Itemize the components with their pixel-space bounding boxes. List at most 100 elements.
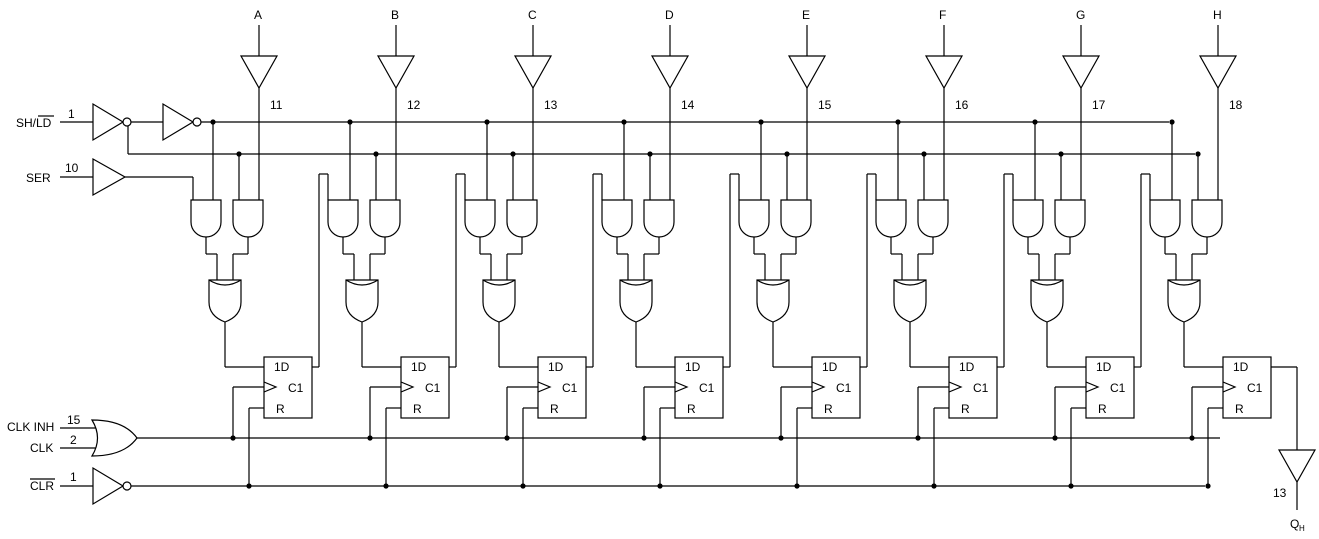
flip-flop: [1085, 356, 1135, 419]
and-gate: [643, 199, 675, 238]
input-buffer: [513, 55, 553, 90]
input-buffer: [239, 55, 279, 90]
clr-inverter-bubble: [122, 481, 132, 491]
flip-flop: [400, 356, 450, 419]
shld-inverter-1: [92, 102, 125, 142]
data-input-label: A: [254, 8, 262, 22]
ff-d-label: 1D: [685, 360, 701, 374]
ff-reset-label: R: [687, 402, 696, 416]
ser-pin: 10: [65, 161, 79, 175]
and-gate: [1054, 199, 1086, 238]
ff-reset-label: R: [413, 402, 422, 416]
or-gate: [208, 279, 242, 323]
clr-pin: 1: [70, 470, 77, 484]
and-gate: [464, 199, 496, 238]
and-gate: [875, 199, 907, 238]
stage-f: F 16 1D C1R: [875, 8, 1014, 489]
or-gate: [345, 279, 379, 323]
shld-inverter-2-bubble: [192, 117, 202, 127]
ff-clock-triangle: [674, 381, 689, 393]
ff-clock-triangle: [400, 381, 415, 393]
clk-label: CLK: [30, 441, 53, 455]
ff-reset-label: R: [961, 402, 970, 416]
input-buffer: [924, 55, 964, 90]
ff-clock-label: C1: [425, 381, 441, 395]
output-buffer: [1277, 449, 1317, 484]
or-gate-input-curve: [756, 279, 790, 286]
ff-reset-label: R: [550, 402, 559, 416]
ff-clock-triangle: [537, 381, 552, 393]
or-gate-input-curve: [893, 279, 927, 286]
or-gate: [1167, 279, 1201, 323]
data-input-pin: 18: [1229, 98, 1243, 112]
and-gate: [780, 199, 812, 238]
ff-clock-label: C1: [1247, 381, 1263, 395]
and-gate: [506, 199, 538, 238]
flip-flop: [674, 356, 724, 419]
and-gate: [917, 199, 949, 238]
and-gate: [601, 199, 633, 238]
or-gate-input-curve: [1030, 279, 1064, 286]
and-gate: [1191, 199, 1223, 238]
flip-flop: [537, 356, 587, 419]
ff-d-label: 1D: [274, 360, 290, 374]
clr-label: CLR: [30, 479, 54, 493]
flip-flop: [811, 356, 861, 419]
input-buffer: [787, 55, 827, 90]
or-gate-input-curve: [345, 279, 379, 286]
ff-clock-label: C1: [288, 381, 304, 395]
clk-or-gate: [90, 419, 138, 457]
ff-clock-triangle: [1222, 381, 1237, 393]
ff-d-label: 1D: [959, 360, 975, 374]
data-input-pin: 13: [544, 98, 558, 112]
ff-clock-triangle: [948, 381, 963, 393]
qh-pin: 13: [1273, 486, 1287, 500]
input-buffer: [1061, 55, 1101, 90]
ff-clock-triangle: [811, 381, 826, 393]
input-buffer: [1198, 55, 1238, 90]
ff-d-label: 1D: [1096, 360, 1112, 374]
ff-clock-label: C1: [699, 381, 715, 395]
stage-d: D 14 1D C1R: [601, 8, 740, 489]
or-gate: [756, 279, 790, 323]
ff-reset-label: R: [824, 402, 833, 416]
ff-d-label: 1D: [411, 360, 427, 374]
data-input-pin: 16: [955, 98, 969, 112]
and-gate: [1012, 199, 1044, 238]
or-gate-input-curve: [482, 279, 516, 286]
ff-reset-label: R: [1235, 402, 1244, 416]
ff-d-label: 1D: [1233, 360, 1249, 374]
stage-h: H 18 1D C1R: [1149, 8, 1272, 489]
shld-pin: 1: [68, 107, 75, 121]
and-gate: [1149, 199, 1181, 238]
data-input-label: D: [665, 8, 674, 22]
ff-clock-label: C1: [562, 381, 578, 395]
or-gate: [482, 279, 516, 323]
and-gate: [232, 199, 264, 238]
or-gate: [619, 279, 653, 323]
data-input-label: F: [939, 8, 946, 22]
control-inputs: SH/LD 1 SER 10 CLK INH 15 CLK 2 CLR 1: [7, 102, 1220, 506]
data-input-label: G: [1076, 8, 1085, 22]
data-input-label: H: [1213, 8, 1222, 22]
data-input-label: B: [391, 8, 399, 22]
or-gate-input-curve: [1167, 279, 1201, 286]
data-input-label: C: [528, 8, 537, 22]
and-gate: [369, 199, 401, 238]
ff-clock-triangle: [1085, 381, 1100, 393]
and-gate: [327, 199, 359, 238]
ff-d-label: 1D: [548, 360, 564, 374]
ff-clock-label: C1: [973, 381, 989, 395]
stage-b: B 12 1D C1R: [327, 8, 466, 489]
data-input-pin: 14: [681, 98, 695, 112]
data-input-label: E: [802, 8, 810, 22]
ser-buffer: [92, 157, 127, 197]
data-input-pin: 12: [407, 98, 421, 112]
shld-inverter-2: [162, 102, 195, 142]
and-gate: [190, 199, 222, 238]
ff-clock-label: C1: [836, 381, 852, 395]
